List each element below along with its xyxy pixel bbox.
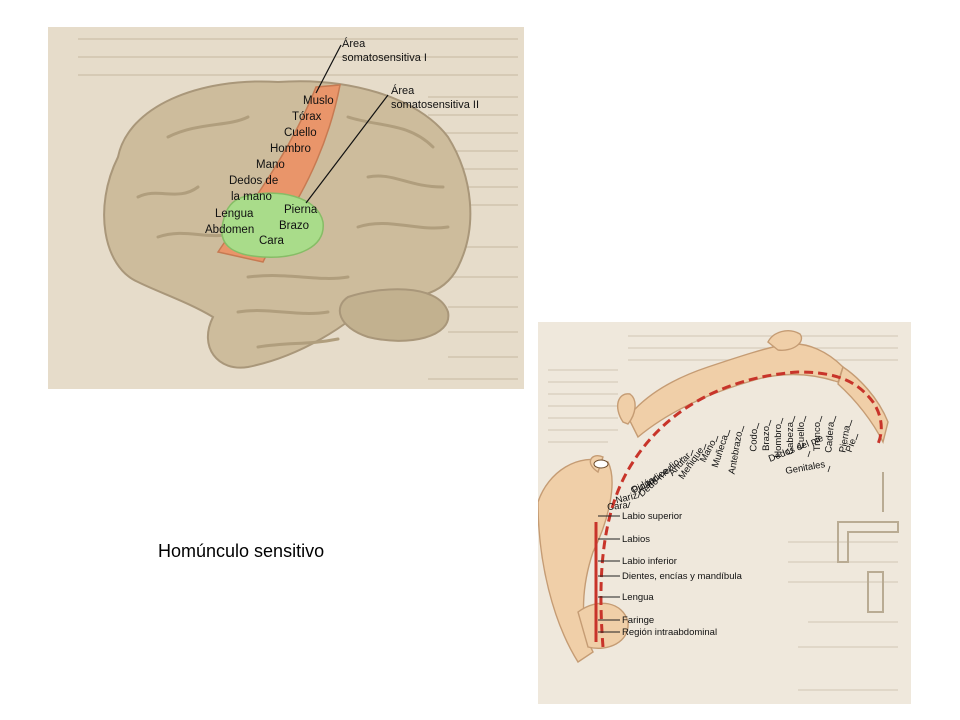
s1-label-la-mano: la mano — [231, 191, 272, 203]
s1-label-mano: Mano — [256, 159, 285, 171]
area-1-title-line-1: Área — [342, 37, 366, 50]
arc-leader-4 — [833, 415, 837, 423]
vertical-label-3: Dientes, encías y mandíbula — [622, 571, 743, 582]
s1-label-hombro: Hombro — [270, 143, 311, 155]
brain-figure: Área somatosensitiva I Área somatosensit… — [48, 27, 524, 389]
arc-leader-6 — [803, 415, 807, 423]
arc-leader-13 — [715, 435, 719, 443]
arc-leader-10 — [756, 422, 760, 430]
vertical-label-5: Faringe — [622, 615, 654, 626]
arc-leader-16 — [679, 456, 683, 464]
s1-label-muslo: Muslo — [303, 95, 334, 107]
area-2-title-line-1: Área — [391, 84, 415, 97]
arc-leader-21 — [627, 501, 631, 509]
s1-label-cuello: Cuello — [284, 127, 317, 139]
arc-leader-5 — [819, 415, 823, 423]
arc-leader-19 — [645, 481, 649, 489]
arc-leader-12 — [727, 429, 731, 437]
somatosensory-area-2 — [221, 192, 324, 258]
arc-leader-17 — [668, 465, 672, 473]
arc-leader-1 — [807, 450, 811, 458]
s1-label-torax: Tórax — [292, 111, 322, 123]
brain-sulci — [136, 115, 450, 349]
area-2-title-line-2: somatosensitiva II — [391, 99, 479, 111]
s2-label-pierna: Pierna — [284, 204, 318, 216]
cortex-dashed-line — [599, 370, 883, 648]
arc-leader-8 — [780, 417, 784, 425]
vertical-label-0: Labio superior — [622, 511, 682, 522]
arc-leader-11 — [741, 425, 745, 433]
s1-label-lengua: Lengua — [215, 208, 254, 220]
arc-leader-2 — [855, 433, 859, 441]
arc-leader-18 — [657, 473, 661, 481]
arc-label-20: Nariz — [615, 490, 639, 506]
area-1-callout-line — [315, 44, 342, 94]
vertical-label-1: Labios — [622, 534, 650, 545]
arc-label-5: Tronco — [812, 422, 823, 451]
s2-label-brazo: Brazo — [279, 220, 309, 232]
arc-leader-20 — [637, 491, 641, 499]
arc-leader-14 — [703, 443, 707, 451]
arc-leader-15 — [690, 449, 694, 457]
arc-label-8: Hombro — [773, 424, 784, 458]
arc-label-19: Ojo — [629, 481, 647, 497]
arc-label-9: Brazo — [761, 426, 772, 451]
brain-illustration: Área somatosensitiva I Área somatosensit… — [48, 27, 524, 389]
arc-label-7: Cabeza — [785, 421, 796, 454]
area-2-callout-line — [305, 94, 389, 204]
vertical-label-2: Labio inferior — [622, 556, 677, 567]
arc-leader-7 — [792, 415, 796, 423]
s1-label-abdomen: Abdomen — [205, 224, 254, 236]
arc-leader-0 — [827, 465, 831, 473]
caption: Homúnculo sensitivo — [158, 541, 325, 561]
vertical-label-4: Lengua — [622, 592, 654, 603]
s2-label-cara: Cara — [259, 235, 285, 247]
arc-leader-9 — [768, 419, 772, 427]
arc-label-4: Cadera — [823, 421, 837, 454]
arc-label-6: Cuello — [796, 422, 807, 449]
arc-leader-3 — [849, 419, 853, 427]
cerebellum — [338, 288, 450, 342]
eye-illustration — [593, 459, 609, 469]
area-1-title-line-2: somatosensitiva I — [342, 52, 427, 64]
arc-label-3: Pierna — [837, 424, 853, 454]
arc-label-21: Cara — [607, 500, 629, 513]
vertical-label-6: Región intraabdominal — [622, 627, 717, 638]
arc-label-10: Codo — [748, 429, 760, 452]
s1-label-dedos-de: Dedos de — [229, 175, 278, 187]
arc-label-2: Pie — [844, 437, 859, 454]
background-illustration-outlines — [837, 472, 899, 613]
